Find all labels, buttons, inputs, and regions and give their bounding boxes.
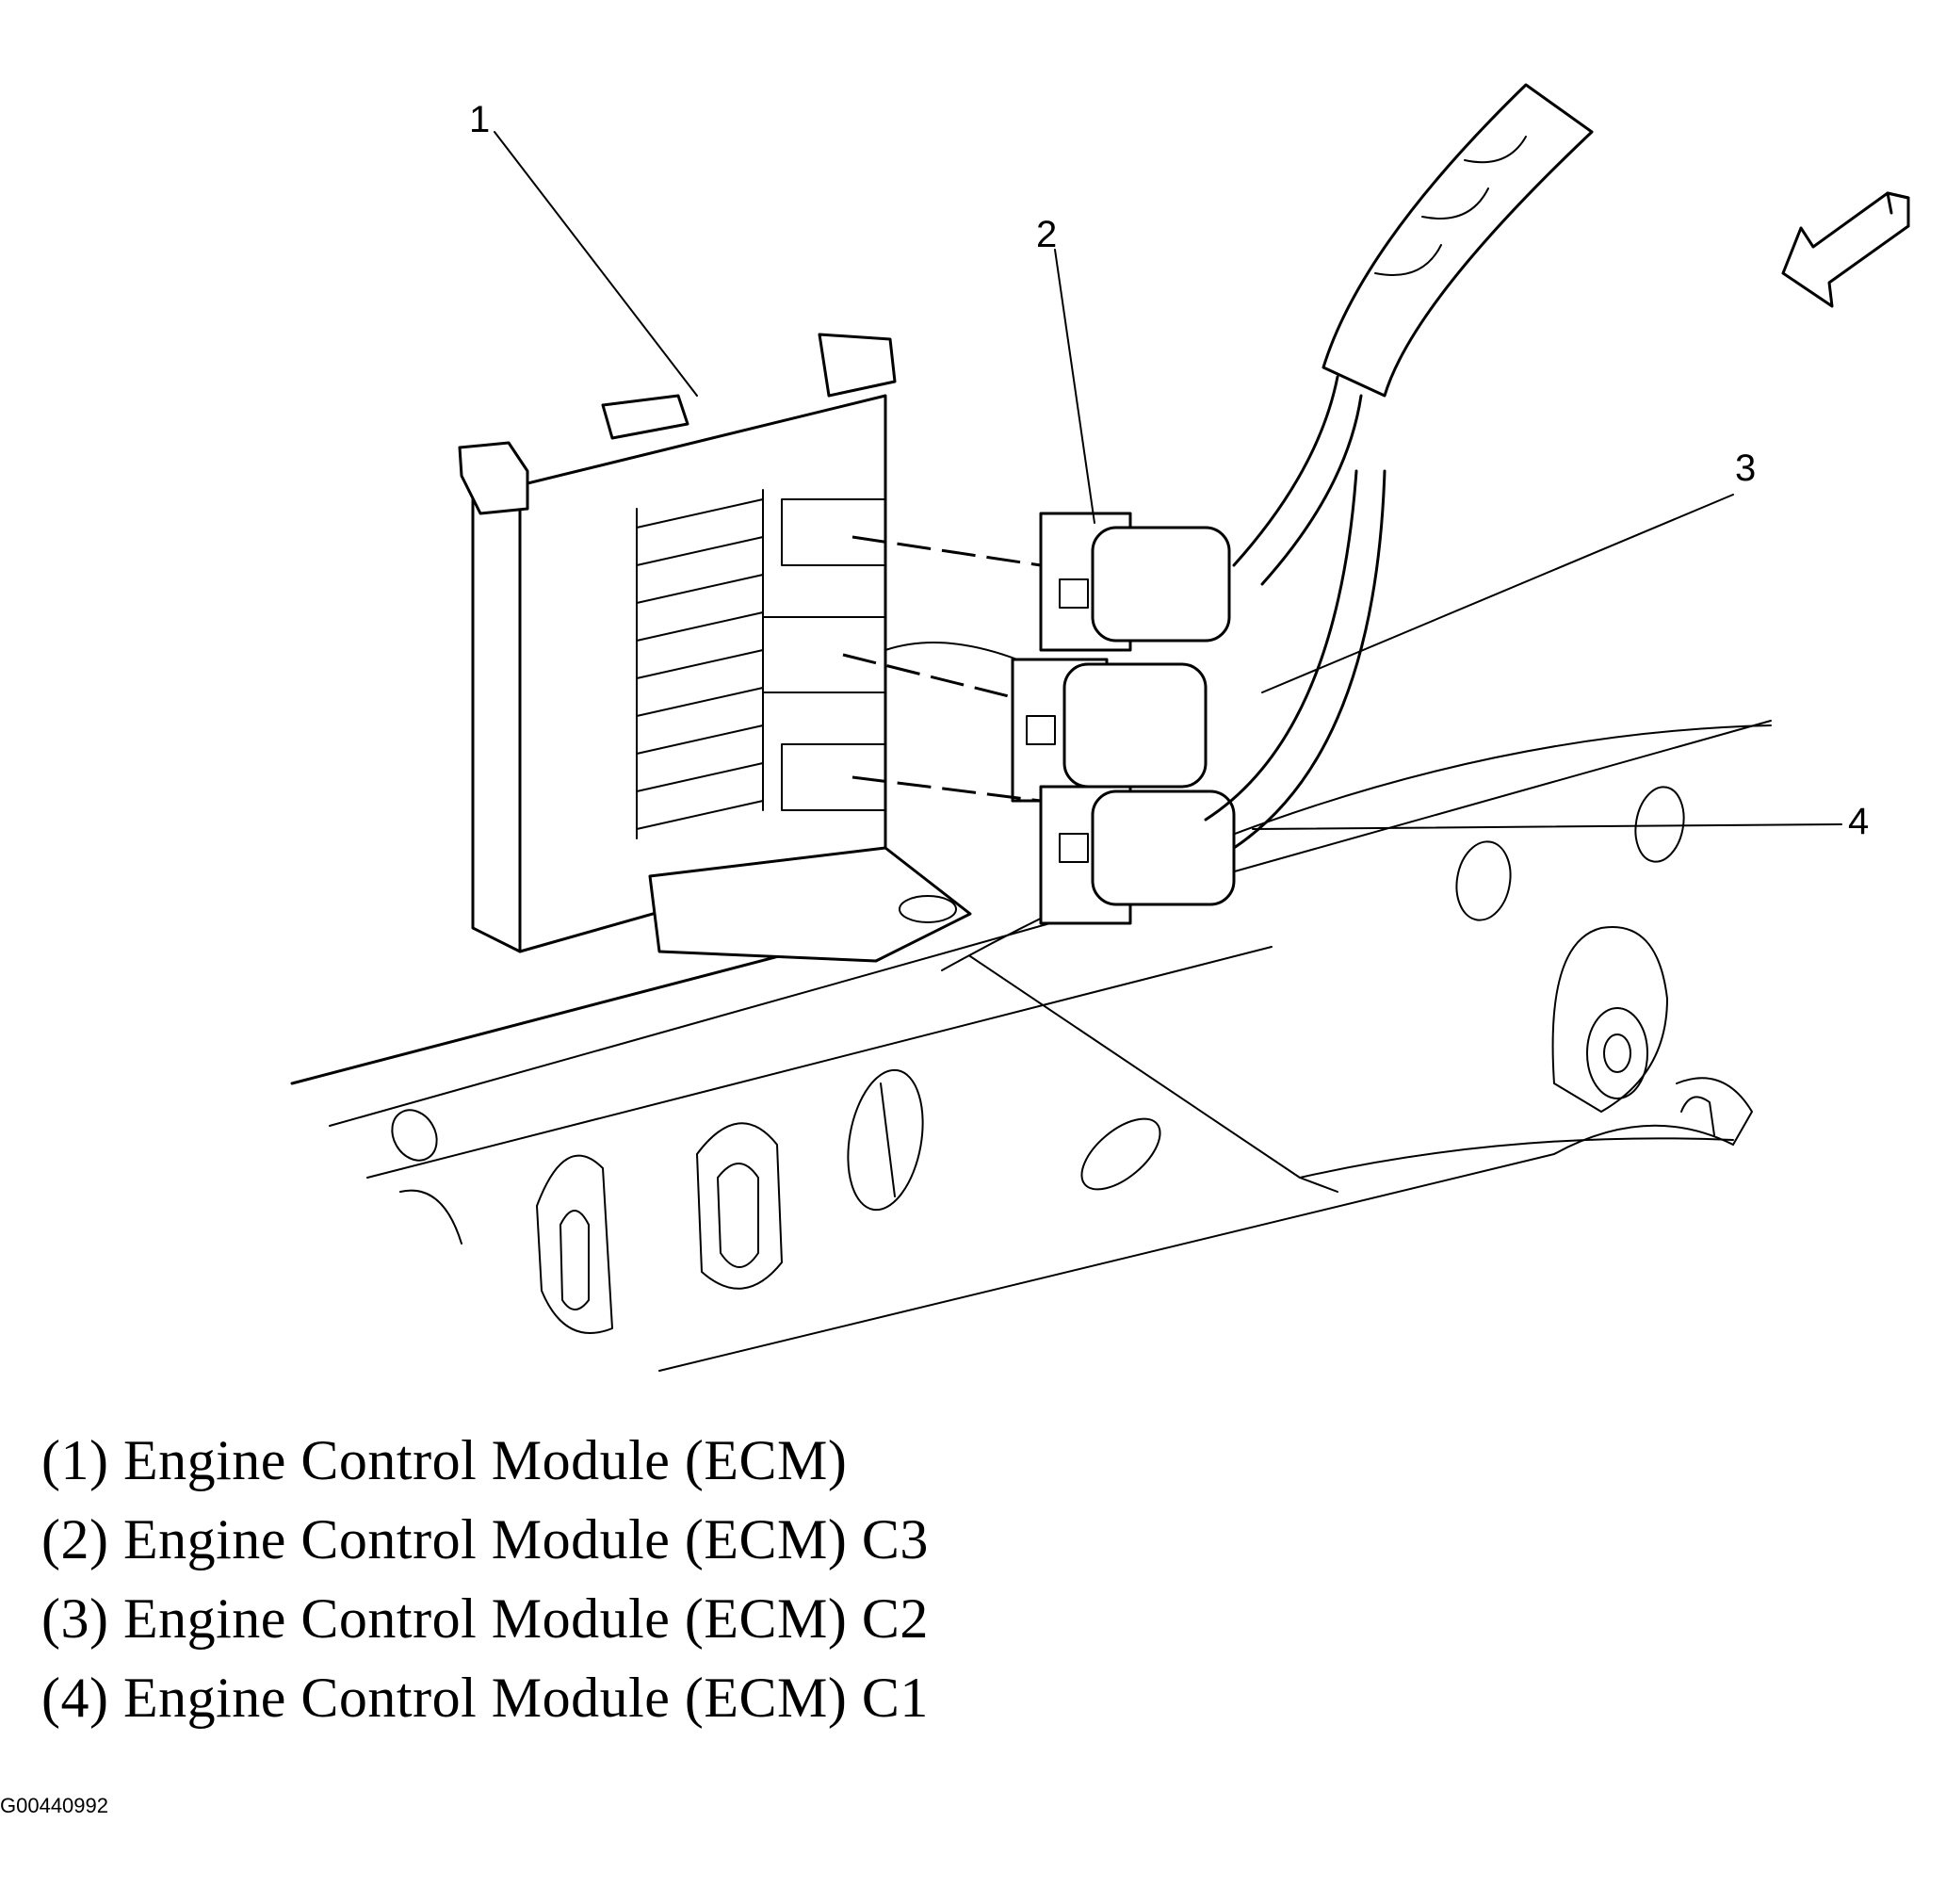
- ecm-connector-c3: [1039, 512, 1231, 652]
- figure-id: G00440992: [0, 1794, 108, 1817]
- insertion-guide-lines: [842, 535, 1042, 803]
- leader-lines: [494, 131, 1842, 830]
- view-direction-arrow-icon: [1781, 191, 1910, 308]
- legend: (1) Engine Control Module (ECM) (2) Engi…: [41, 1421, 929, 1737]
- legend-item-1: (1) Engine Control Module (ECM): [41, 1429, 848, 1491]
- ecm-connector-c2: [1011, 658, 1208, 803]
- callout-1: 1: [469, 99, 490, 140]
- legend-item-4: (4) Engine Control Module (ECM) C1: [41, 1667, 929, 1729]
- callout-4: 4: [1848, 801, 1869, 842]
- engine-control-module: [458, 333, 972, 963]
- callout-3: 3: [1735, 448, 1756, 489]
- ecm-connector-c1: [1039, 785, 1236, 925]
- ecm-location-diagram: 1 2 3 4: [290, 83, 1910, 1372]
- wiring-harness: [884, 83, 1594, 850]
- legend-item-3: (3) Engine Control Module (ECM) C2: [41, 1587, 929, 1650]
- callout-2: 2: [1036, 214, 1057, 255]
- legend-item-2: (2) Engine Control Module (ECM) C3: [41, 1508, 929, 1570]
